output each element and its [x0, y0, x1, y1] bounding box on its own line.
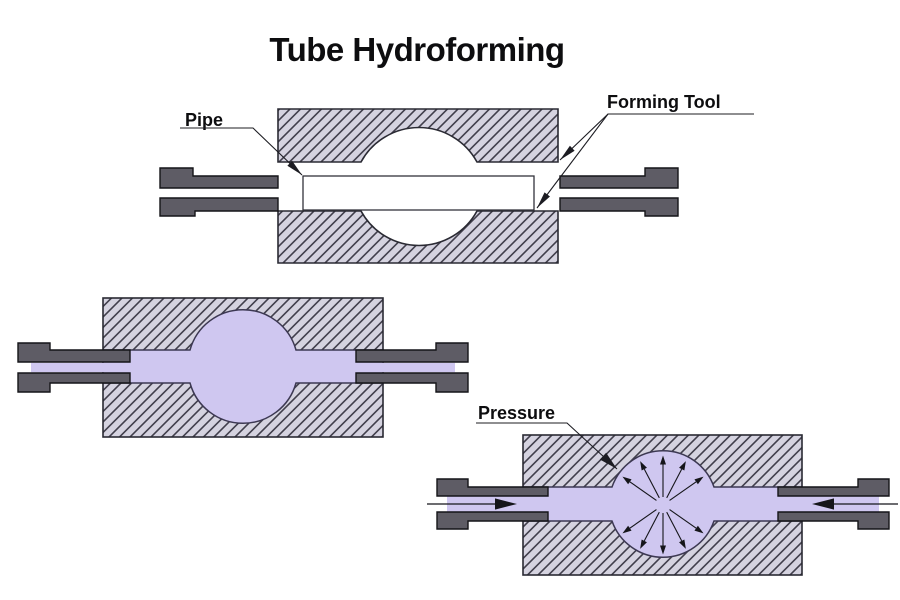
forming-tool-label: Forming Tool: [607, 92, 721, 112]
left-punch-lower-bar-stage2: [17, 372, 131, 393]
page-title: Tube Hydroforming: [269, 31, 564, 68]
left-axial-punch-lower-bar: [159, 197, 279, 217]
stage-2-closed-die-formed-tube: [17, 297, 469, 438]
pipe-tube-blank: [302, 175, 535, 211]
pressure-leader-line: [476, 422, 618, 470]
forming-tool-leader-line-lower: [536, 113, 609, 209]
right-axial-punch-upper-bar: [559, 167, 679, 189]
lower-forming-tool-block: [277, 210, 559, 264]
left-punch-upper-bar-stage2: [17, 342, 131, 363]
left-punch-upper-bar-stage3: [436, 478, 549, 497]
right-axial-punch-lower-bar: [559, 197, 679, 217]
upper-forming-tool-block: [277, 108, 559, 163]
right-flow-arrow-icon: [812, 498, 898, 510]
forming-tool-leader-line-upper: [559, 113, 754, 161]
right-punch-upper-bar-stage2: [355, 342, 469, 363]
forming-tool-arrowhead-lower-icon: [534, 192, 550, 211]
tube-end-left-stage2: [31, 362, 131, 373]
right-punch-upper-bar-stage3: [777, 478, 890, 497]
stage-3-pressurized-forming: Pressure: [427, 403, 898, 576]
stage-1-pipe-between-open-forming-tool: Pipe Forming Tool: [159, 92, 754, 264]
tube-end-right-stage2: [355, 362, 455, 373]
right-punch-lower-bar-stage3: [777, 511, 890, 530]
pipe-label: Pipe: [185, 110, 223, 130]
left-flow-arrow-icon: [427, 498, 517, 510]
left-punch-lower-bar-stage3: [436, 511, 549, 530]
left-axial-punch-upper-bar: [159, 167, 279, 189]
right-punch-lower-bar-stage2: [355, 372, 469, 393]
pipe-leader-line: [180, 127, 303, 176]
pressure-label: Pressure: [478, 403, 555, 423]
